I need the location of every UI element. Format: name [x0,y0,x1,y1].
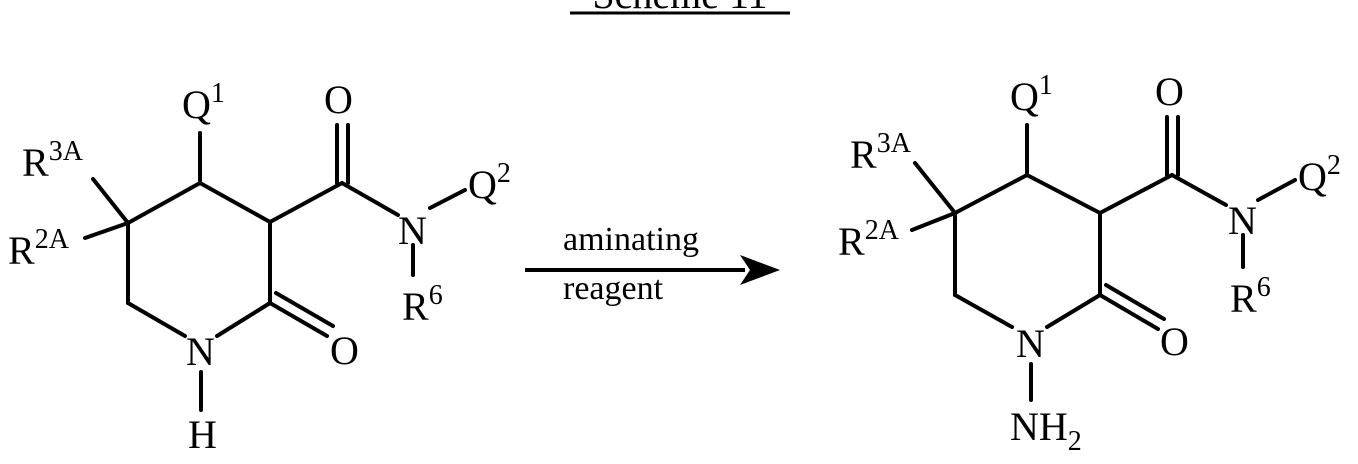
reactant-q1-label: Q1 [182,78,225,127]
bond [912,213,955,230]
product-amide-nitrogen: N [1228,198,1257,243]
bond [1047,295,1100,327]
reaction-arrow-head [740,255,780,285]
bond [1100,175,1172,213]
product-r6-label: R6 [1230,272,1271,321]
product-nh2-label: NH2 [1010,404,1082,457]
bond [200,183,270,222]
reactant-r2a-label: R2A [8,224,70,273]
bond [128,303,185,336]
bond [270,183,342,222]
bond [430,190,465,208]
reactant-ring-hydrogen: H [188,412,217,457]
bond [128,183,200,223]
bond [342,183,398,215]
product-q1-label: Q1 [1010,70,1053,119]
bond [955,175,1027,213]
bond [1172,175,1226,205]
reactant-structure [85,125,465,410]
reactant-r3a-label: R3A [22,136,84,185]
product-r2a-label: R2A [838,215,900,264]
bond [217,303,270,336]
bond [1258,180,1295,200]
arrow-label-bottom: reagent [563,270,664,307]
product-ring-nitrogen: N [1016,321,1045,366]
reactant-amide-nitrogen: N [398,208,427,253]
bond [85,223,128,238]
product-carbonyl-oxygen: O [1155,69,1184,114]
product-structure [912,117,1295,400]
arrow-label-top: aminating [563,221,699,258]
reactant-q2-label: Q2 [468,158,511,207]
reactant-ring-nitrogen: N [186,329,215,374]
product-ring-oxygen: O [1160,319,1189,364]
reactant-r6-label: R6 [402,280,443,329]
bond [915,163,955,213]
reactant-carbonyl-oxygen: O [324,77,353,122]
bond [955,295,1012,327]
product-r3a-label: R3A [850,128,912,177]
bond [93,179,128,223]
product-q2-label: Q2 [1298,150,1341,199]
bond [1027,175,1100,213]
reactant-ring-oxygen: O [330,328,359,373]
